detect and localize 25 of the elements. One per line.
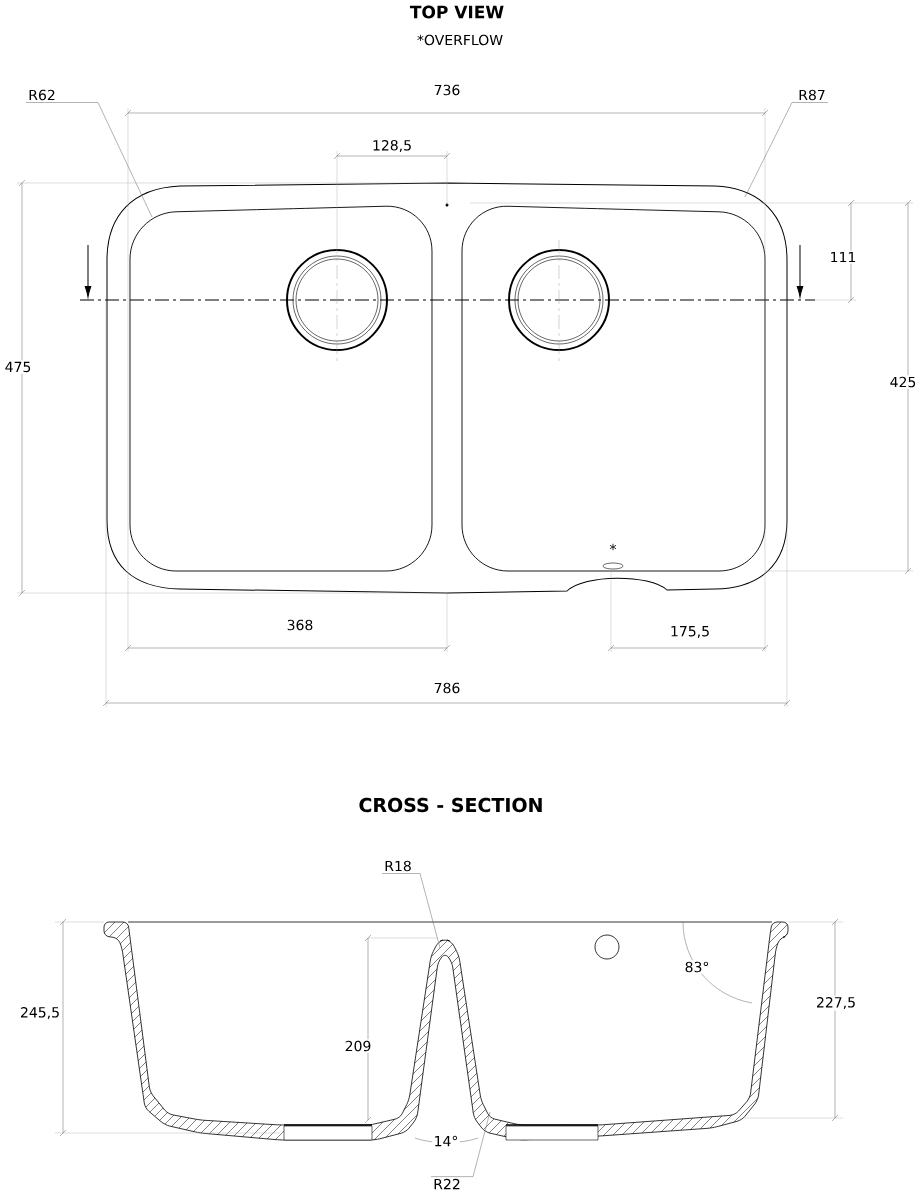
radius-label: R87	[799, 89, 825, 101]
heading: TOP VIEW	[409, 5, 504, 19]
radius-label: R18	[385, 860, 411, 872]
leader-line	[430, 1111, 491, 1177]
dimension-label: 175,5	[671, 626, 709, 638]
note: *OVERFLOW	[417, 34, 503, 46]
dimension-label: 128,5	[373, 140, 411, 152]
heading: CROSS - SECTION	[359, 797, 542, 813]
dimension-label: 425	[888, 375, 918, 389]
dimension-label: 368	[287, 619, 313, 631]
angle-label: 14°	[432, 1134, 460, 1148]
overflow-mark: *	[609, 543, 617, 551]
radius-label: R22	[434, 1178, 460, 1190]
dimension-label: 111	[828, 250, 858, 264]
leader-line	[744, 102, 829, 198]
radius-label: R62	[29, 89, 55, 101]
dimension-label: 245,5	[18, 1005, 62, 1021]
dimension-label: 475	[3, 360, 33, 374]
leader-line	[25, 102, 153, 218]
angle-label: 83°	[683, 960, 711, 974]
dimension-label: 736	[434, 84, 460, 96]
leader-line	[381, 873, 441, 949]
dimension-label: 209	[343, 1039, 373, 1053]
dimension-label: 227,5	[814, 995, 858, 1011]
dimension-label: 786	[434, 682, 460, 694]
